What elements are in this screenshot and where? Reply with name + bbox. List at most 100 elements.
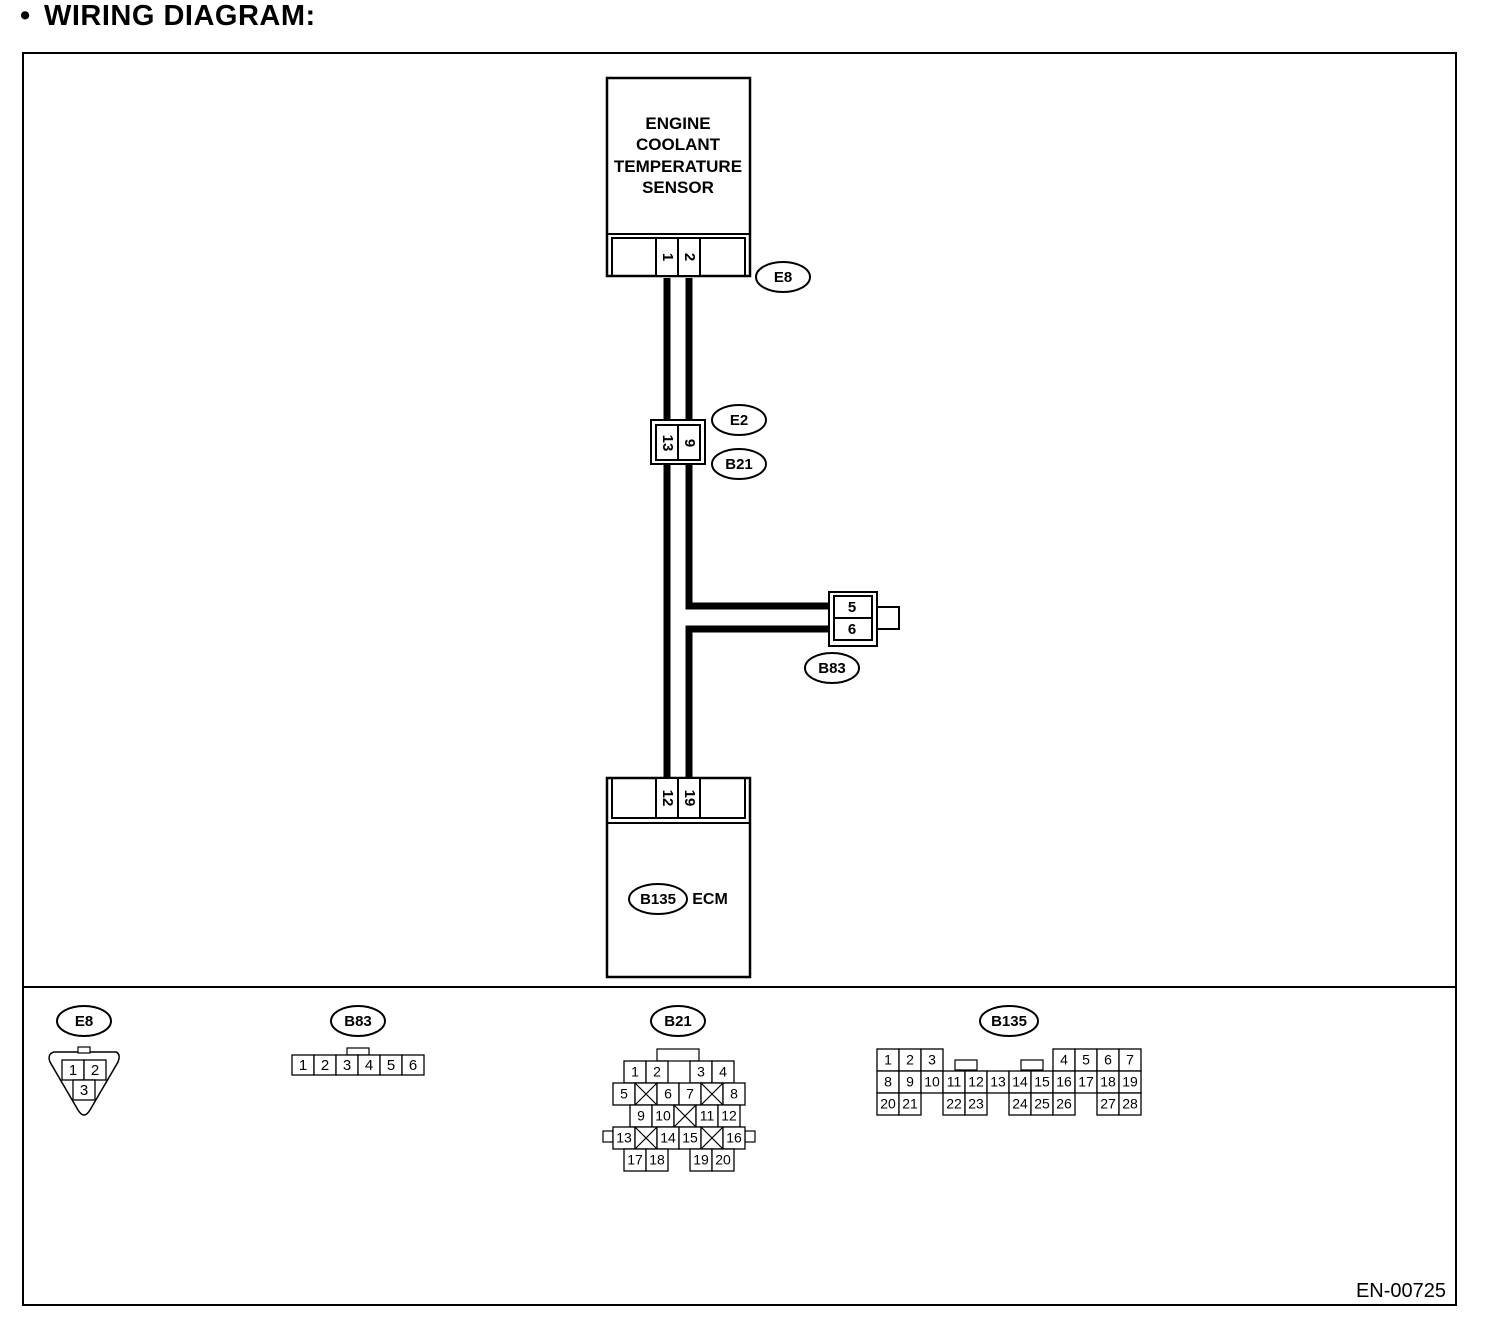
title-text: WIRING DIAGRAM: bbox=[44, 0, 316, 32]
sensor-name-line: ENGINE bbox=[645, 114, 710, 133]
b135-pin-label: 19 bbox=[1122, 1074, 1138, 1090]
e8-pin-label: 2 bbox=[91, 1062, 99, 1079]
b135-pin-label: 6 bbox=[1104, 1052, 1112, 1068]
b135-pin-label: 24 bbox=[1012, 1096, 1028, 1112]
wire-harness bbox=[663, 278, 833, 778]
b21-blank-cavity-cross bbox=[673, 1104, 697, 1128]
b135-pin-label: 13 bbox=[990, 1074, 1006, 1090]
b135-pin-label: 22 bbox=[946, 1096, 962, 1112]
figure-code: EN-00725 bbox=[1356, 1280, 1446, 1302]
b21-connector-badge bbox=[711, 448, 767, 480]
b21-pin-label: 9 bbox=[637, 1108, 645, 1124]
e2-connector-badge bbox=[711, 404, 767, 436]
b135-view-badge bbox=[979, 1005, 1039, 1037]
b135-pin-label: 20 bbox=[880, 1096, 896, 1112]
b135-pin-label: 7 bbox=[1126, 1052, 1134, 1068]
b83-pin-label: 5 bbox=[387, 1057, 395, 1074]
b21-pin-label: 8 bbox=[730, 1086, 738, 1102]
b21-pin-label: 6 bbox=[664, 1086, 672, 1102]
b21-pin-label: 7 bbox=[686, 1086, 694, 1102]
b83-pin-label: 1 bbox=[299, 1057, 307, 1074]
b135-pin-label: 27 bbox=[1100, 1096, 1116, 1112]
b135-view-latch bbox=[1020, 1059, 1044, 1071]
b21-pin-label: 10 bbox=[655, 1108, 671, 1124]
e8-view-label: E8 bbox=[75, 1013, 93, 1030]
ecm-label: ECM bbox=[692, 891, 728, 908]
b135-pin-label: 17 bbox=[1078, 1074, 1094, 1090]
b83-pin-label: 2 bbox=[321, 1057, 329, 1074]
b135-pin-label: 11 bbox=[947, 1074, 962, 1090]
page-title: • WIRING DIAGRAM: bbox=[20, 0, 316, 33]
b135-pin-label: 4 bbox=[1060, 1052, 1068, 1068]
b135-pin-label: 16 bbox=[1056, 1074, 1072, 1090]
ecm-unit: 12 19 B135 ECM bbox=[605, 776, 752, 979]
joint-pin-9: 9 bbox=[681, 439, 698, 447]
b135-connector-label: B135 bbox=[640, 891, 676, 908]
b83-connector: 5 6 B83 bbox=[804, 591, 900, 684]
b135-pin-label: 28 bbox=[1122, 1096, 1138, 1112]
ecm-pin-19: 19 bbox=[681, 790, 698, 807]
title-bullet: • bbox=[20, 0, 31, 32]
b21-blank-cavity-cross bbox=[700, 1126, 724, 1150]
e2-b21-joint-connector: 13 9 E2 B21 bbox=[650, 404, 767, 480]
b135-pin-cell bbox=[1052, 1092, 1076, 1116]
b135-pin-label: 12 bbox=[968, 1074, 984, 1090]
b21-blank-cavity-cross bbox=[634, 1082, 658, 1106]
b21-pin-label: 2 bbox=[653, 1064, 661, 1080]
b135-pin-label: 18 bbox=[1100, 1074, 1116, 1090]
b135-pin-label: 3 bbox=[928, 1052, 936, 1068]
b21-pin-label: 18 bbox=[649, 1152, 665, 1168]
b21-view-badge bbox=[650, 1005, 706, 1037]
b135-pin-label: 2 bbox=[906, 1052, 914, 1068]
b135-pin-label: 9 bbox=[906, 1074, 914, 1090]
b135-pin-cell bbox=[898, 1092, 922, 1116]
b83-pin-6: 6 bbox=[848, 621, 856, 638]
e8-pin-label: 3 bbox=[80, 1082, 88, 1099]
e8-view-badge bbox=[56, 1005, 112, 1037]
b135-connector-badge bbox=[628, 883, 688, 915]
b21-pin-label: 16 bbox=[726, 1130, 742, 1146]
b83-connector-label: B83 bbox=[818, 660, 846, 677]
b135-pin-label: 14 bbox=[1012, 1074, 1028, 1090]
b21-pin-label: 1 bbox=[631, 1064, 639, 1080]
b83-pin-label: 4 bbox=[365, 1057, 373, 1074]
b135-pin-label: 1 bbox=[884, 1052, 892, 1068]
b135-pin-label: 8 bbox=[884, 1074, 892, 1090]
sensor-name-line: COOLANT bbox=[636, 135, 721, 154]
b21-pin-label: 17 bbox=[627, 1152, 643, 1168]
b21-pin-label: 3 bbox=[697, 1064, 705, 1080]
sensor-pin-2: 2 bbox=[681, 253, 698, 261]
b21-pin-label: 13 bbox=[616, 1130, 632, 1146]
e8-connector-badge bbox=[755, 261, 811, 293]
sensor-name-line: TEMPERATURE bbox=[614, 157, 742, 176]
b21-pin-cell bbox=[645, 1148, 669, 1172]
b83-connector-badge bbox=[804, 652, 860, 684]
sensor-pin-cell bbox=[677, 237, 701, 277]
diagram-frame bbox=[22, 52, 1457, 1306]
b135-pin-cell bbox=[964, 1092, 988, 1116]
b21-pin-label: 5 bbox=[620, 1086, 628, 1102]
b135-pin-label: 26 bbox=[1056, 1096, 1072, 1112]
b135-pin-cell bbox=[1118, 1092, 1142, 1116]
b21-view-label: B21 bbox=[664, 1013, 692, 1030]
b135-view-label: B135 bbox=[991, 1013, 1027, 1030]
sensor-name-line: SENSOR bbox=[642, 178, 714, 197]
b135-pin-label: 25 bbox=[1034, 1096, 1050, 1112]
b21-view-side-lug bbox=[602, 1130, 614, 1143]
coolant-temperature-sensor: 1 2 ENGINE COOLANT TEMPERATURE SENSOR E8 bbox=[605, 76, 811, 293]
b83-view-badge bbox=[330, 1005, 386, 1037]
wire-segment bbox=[685, 463, 833, 610]
b21-view-side-lug bbox=[744, 1130, 756, 1143]
e8-pin-label: 1 bbox=[69, 1062, 77, 1079]
b21-pin-label: 20 bbox=[715, 1152, 731, 1168]
b21-pin-label: 4 bbox=[719, 1064, 727, 1080]
e8-pin-cell bbox=[72, 1079, 96, 1101]
b83-pin-5: 5 bbox=[848, 599, 856, 616]
e2-connector-label: E2 bbox=[730, 412, 748, 429]
b135-pin-label: 23 bbox=[968, 1096, 984, 1112]
b83-pin-cell bbox=[401, 1054, 425, 1076]
